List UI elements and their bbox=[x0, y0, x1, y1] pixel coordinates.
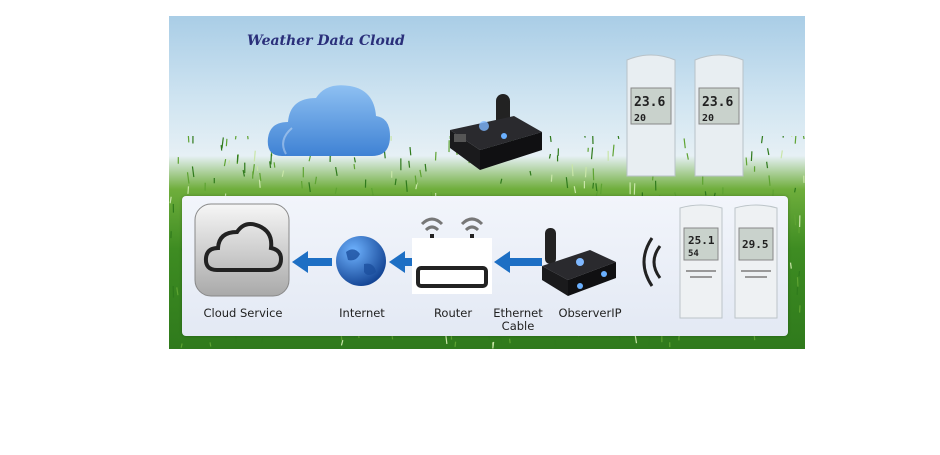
sensor-icon: 29.5 bbox=[731, 204, 781, 322]
cloud-icon bbox=[264, 76, 394, 166]
svg-text:23.6: 23.6 bbox=[702, 95, 733, 110]
svg-text:20: 20 bbox=[634, 113, 646, 124]
svg-text:25.1: 25.1 bbox=[688, 234, 715, 247]
router-label: Router bbox=[418, 307, 488, 320]
internet-label: Internet bbox=[322, 307, 402, 320]
cloud-service-icon bbox=[193, 202, 291, 298]
cloud-service-label: Cloud Service bbox=[188, 307, 298, 320]
weather-data-cloud-banner: Weather Data Cloud 23.6 20 23.6 20 bbox=[169, 16, 805, 349]
observerip-label: ObserverIP bbox=[550, 307, 630, 320]
network-flow-panel: Cloud Service Internet bbox=[182, 196, 788, 336]
diagram-title: Weather Data Cloud bbox=[247, 33, 405, 49]
wireless-signal-icon bbox=[634, 234, 664, 290]
svg-text:23.6: 23.6 bbox=[634, 95, 665, 110]
router-icon bbox=[410, 208, 494, 296]
svg-text:54: 54 bbox=[688, 249, 699, 259]
sensor-icon: 23.6 20 bbox=[621, 54, 681, 182]
svg-text:20: 20 bbox=[702, 113, 714, 124]
svg-text:29.5: 29.5 bbox=[742, 238, 769, 251]
sensor-icon: 25.1 54 bbox=[676, 204, 726, 322]
arrow-to-cloud-icon bbox=[292, 251, 332, 273]
globe-icon bbox=[334, 234, 388, 288]
observerip-device-icon bbox=[444, 86, 549, 176]
observerip-device-icon bbox=[540, 228, 620, 302]
sensor-icon: 23.6 20 bbox=[689, 54, 749, 182]
arrow-to-router-icon bbox=[494, 251, 542, 273]
